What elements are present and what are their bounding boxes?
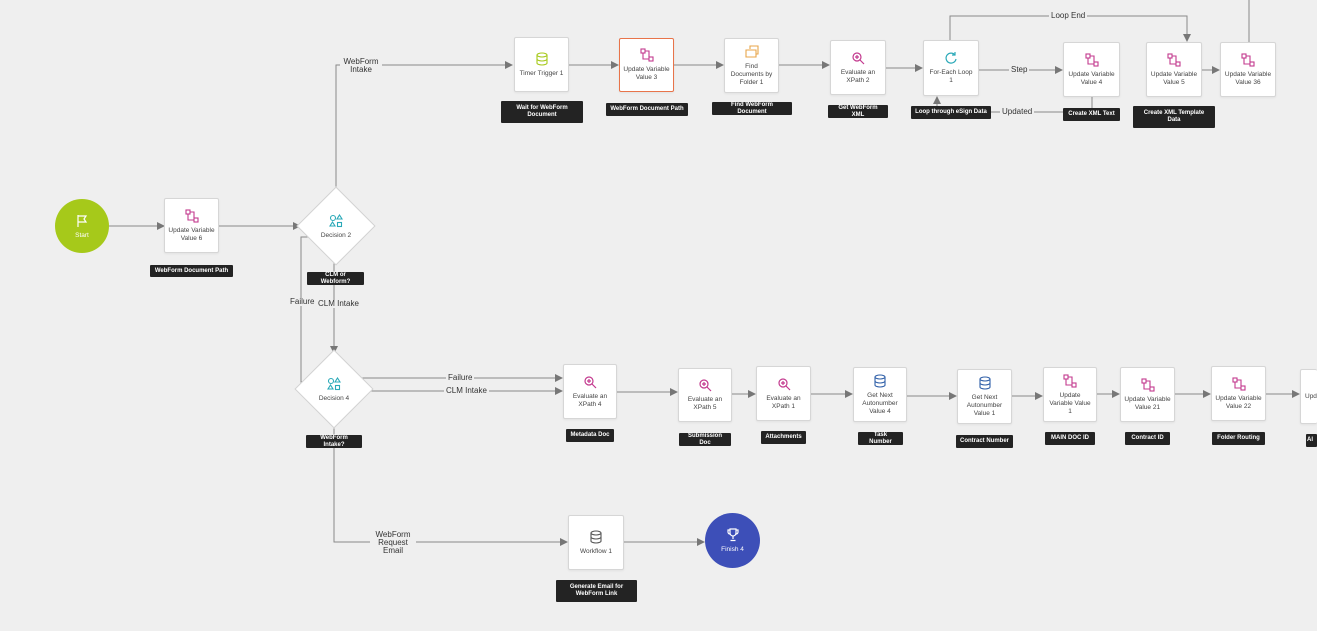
node-label: Evaluate an XPath 4 (572, 392, 608, 408)
variable-icon (1241, 52, 1255, 67)
tag-attachments: Attachments (761, 431, 806, 444)
node-workflow-1[interactable]: Workflow 1 (568, 515, 624, 570)
node-label: Workflow 1 (579, 547, 613, 555)
tag-wait-for-webform-document: Wait for WebForm Document (501, 101, 583, 123)
edge-label-step: Step (1009, 65, 1030, 74)
edge-label-loop-end: Loop End (1049, 11, 1088, 20)
variable-icon (1063, 373, 1077, 388)
node-label: Find Documents by Folder 1 (730, 62, 773, 86)
node-label: Decision 4 (318, 394, 350, 402)
tag-webform-intake: WebForm Intake? (306, 435, 362, 448)
variable-icon (639, 48, 654, 62)
node-label: Get Next Autonumber Value 1 (966, 393, 1003, 417)
variable-icon (184, 208, 199, 223)
tag-task-number: Task Number (858, 432, 903, 445)
node-evaluate-xpath-5[interactable]: Evaluate an XPath 5 (678, 368, 732, 422)
tag-find-webform-document: Find WebForm Document (712, 102, 792, 115)
decision-icon (327, 376, 341, 390)
tag-partial: Al (1306, 434, 1317, 447)
loop-icon (945, 52, 957, 64)
tag-folder-routing: Folder Routing (1212, 432, 1265, 445)
edge-label-webform-intake: WebForm Intake (340, 58, 382, 74)
node-for-each-loop-1[interactable]: For-Each Loop 1 (923, 40, 979, 96)
node-decision-4[interactable]: Decision 4 (294, 349, 374, 429)
node-get-next-autonumber-1[interactable]: Get Next Autonumber Value 1 (957, 369, 1012, 424)
tag-main-doc-id: MAIN DOC ID (1045, 432, 1095, 445)
magnifier-icon (584, 375, 597, 388)
node-evaluate-xpath-4[interactable]: Evaluate an XPath 4 (563, 364, 617, 419)
connector-decision2-to-timer (335, 61, 513, 192)
tag-webform-document-path: WebForm Document Path (150, 265, 233, 277)
edge-label-clm-intake: CLM Intake (316, 299, 361, 308)
node-label: Evaluate an XPath 2 (840, 68, 876, 84)
node-label: Update Variable Value 1 (1049, 391, 1091, 415)
variable-icon (1140, 377, 1155, 392)
tag-webform-document-path: WebForm Document Path (606, 103, 688, 116)
node-timer-trigger-1[interactable]: Timer Trigger 1 (514, 37, 569, 92)
folder-icon (744, 44, 759, 58)
tag-contract-number: Contract Number (956, 435, 1013, 448)
node-label: Update Variable Value 5 (1150, 70, 1198, 86)
trophy-icon (726, 528, 739, 542)
node-label: Get Next Autonumber Value 4 (862, 391, 898, 415)
edge-label-failure-lower: Failure (446, 373, 475, 382)
node-label: Update Variable Value 36 (1224, 70, 1272, 86)
edge-label-failure: Failure (288, 297, 317, 306)
database-icon (978, 375, 991, 390)
node-get-next-autonumber-4[interactable]: Get Next Autonumber Value 4 (853, 367, 907, 422)
node-update-variable-5[interactable]: Update Variable Value 5 (1146, 42, 1202, 97)
node-label: Evaluate an XPath 1 (766, 394, 801, 410)
connector-decision4-to-workflow (333, 424, 568, 546)
variable-icon (1167, 52, 1181, 67)
node-update-variable-1[interactable]: Update Variable Value 1 (1043, 367, 1097, 422)
database-icon (874, 373, 886, 388)
node-update-variable-36[interactable]: Update Variable Value 36 (1220, 42, 1276, 97)
node-label: Update Variable Value 3 (623, 66, 670, 81)
decision-icon (329, 213, 343, 227)
finish-node[interactable]: Finish 4 (705, 513, 760, 568)
magnifier-icon (777, 377, 790, 390)
tag-create-xml-text: Create XML Text (1063, 108, 1120, 121)
node-evaluate-xpath-2[interactable]: Evaluate an XPath 2 (830, 40, 886, 95)
node-label: Evaluate an XPath 5 (687, 396, 723, 411)
node-update-variable-21[interactable]: Update Variable Value 21 (1120, 367, 1175, 422)
edge-label-updated: Updated (1000, 107, 1035, 116)
node-update-variable-6[interactable]: Update Variable Value 6 (164, 198, 219, 253)
variable-icon (1231, 376, 1246, 391)
tag-metadata-doc: Metadata Doc (566, 429, 614, 442)
tag-clm-or-webform: CLM or Webform? (307, 272, 364, 285)
magnifier-icon (852, 51, 865, 64)
flag-icon (77, 214, 88, 227)
node-update-variable-22[interactable]: Update Variable Value 22 (1211, 366, 1266, 421)
variable-icon (1084, 52, 1099, 67)
tag-contract-id: Contract ID (1125, 432, 1170, 445)
edge-label-clm-intake-lower: CLM Intake (444, 386, 489, 395)
node-decision-2[interactable]: Decision 2 (296, 186, 376, 266)
database-icon (535, 51, 548, 66)
finish-label: Finish 4 (721, 546, 744, 553)
node-label: Update Variable Value 6 (168, 226, 215, 242)
node-label: Update Variable Value 22 (1215, 394, 1262, 410)
node-label: For-Each Loop 1 (929, 69, 973, 84)
tag-get-webform-xml: Get WebForm XML (828, 105, 888, 118)
node-label: Timer Trigger 1 (519, 69, 564, 77)
start-label: Start (75, 231, 89, 239)
database-icon (590, 529, 602, 544)
magnifier-icon (699, 379, 712, 392)
node-evaluate-xpath-1[interactable]: Evaluate an XPath 1 (756, 366, 811, 421)
tag-generate-email: Generate Email for WebForm Link (556, 580, 637, 602)
node-update-variable-4[interactable]: Update Variable Value 4 (1063, 42, 1120, 97)
tag-submission-doc: Submission Doc (679, 433, 731, 446)
tag-loop-through-esign-data: Loop through eSign Data (911, 106, 991, 119)
node-label: Update Variable Value 21 (1124, 395, 1171, 411)
node-label: Upd (1305, 392, 1317, 400)
node-update-variable-partial[interactable]: Upd (1300, 369, 1317, 424)
start-node[interactable]: Start (55, 199, 109, 253)
node-label: Decision 2 (320, 231, 352, 239)
node-update-variable-3[interactable]: Update Variable Value 3 (619, 38, 674, 92)
tag-create-xml-template-data: Create XML Template Data (1133, 106, 1215, 128)
edge-label-webform-request-email: WebForm Request Email (370, 531, 416, 555)
node-find-documents-1[interactable]: Find Documents by Folder 1 (724, 38, 779, 93)
node-label: Update Variable Value 4 (1068, 70, 1115, 86)
